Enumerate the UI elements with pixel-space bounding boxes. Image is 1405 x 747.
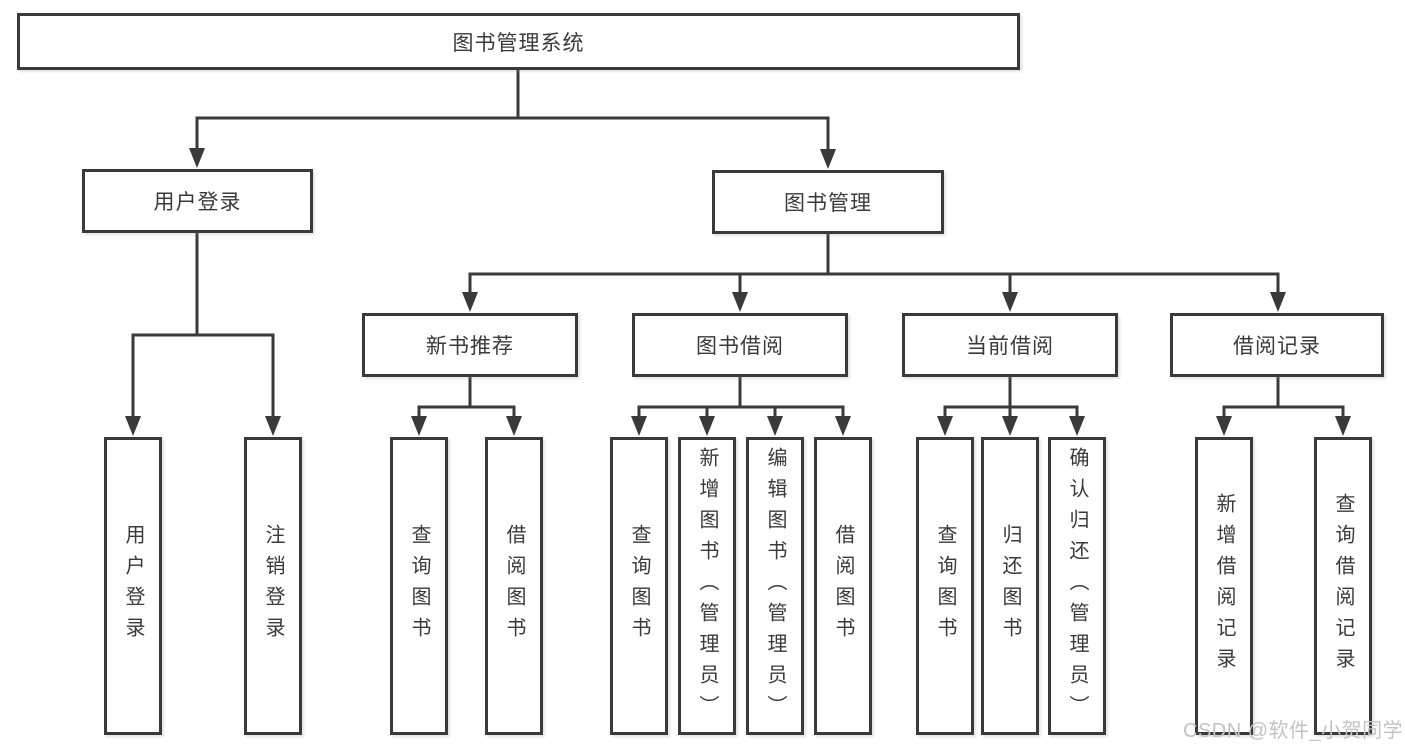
leaf-query-books-recommend: 查询图书 bbox=[390, 437, 448, 735]
leaf-confirm-return-admin: 确认归还（管理员） bbox=[1048, 437, 1106, 735]
node-user-login: 用户登录 bbox=[82, 169, 313, 233]
leaf-edit-books-admin: 编辑图书（管理员） bbox=[746, 437, 804, 735]
leaf-borrow-books-recommend: 借阅图书 bbox=[485, 437, 543, 735]
leaf-query-books-current: 查询图书 bbox=[916, 437, 974, 735]
leaf-borrow-books: 借阅图书 bbox=[814, 437, 872, 735]
leaf-add-books-admin: 新增图书（管理员） bbox=[678, 437, 736, 735]
leaf-return-books: 归还图书 bbox=[981, 437, 1039, 735]
leaf-add-borrow-record: 新增借阅记录 bbox=[1195, 437, 1253, 735]
leaf-user-login: 用户登录 bbox=[104, 437, 162, 735]
leaf-query-borrow-record: 查询借阅记录 bbox=[1314, 437, 1372, 735]
leaf-query-books-borrow: 查询图书 bbox=[610, 437, 668, 735]
node-new-book-recommend: 新书推荐 bbox=[362, 313, 578, 377]
watermark: CSDN @软件_小贺同学 bbox=[1183, 720, 1404, 742]
node-book-management: 图书管理 bbox=[712, 170, 944, 234]
node-book-borrow: 图书借阅 bbox=[632, 313, 848, 377]
node-borrow-records: 借阅记录 bbox=[1170, 313, 1384, 377]
node-root-system: 图书管理系统 bbox=[17, 13, 1020, 70]
leaf-logout: 注销登录 bbox=[244, 437, 302, 735]
node-current-borrow: 当前借阅 bbox=[902, 313, 1118, 377]
